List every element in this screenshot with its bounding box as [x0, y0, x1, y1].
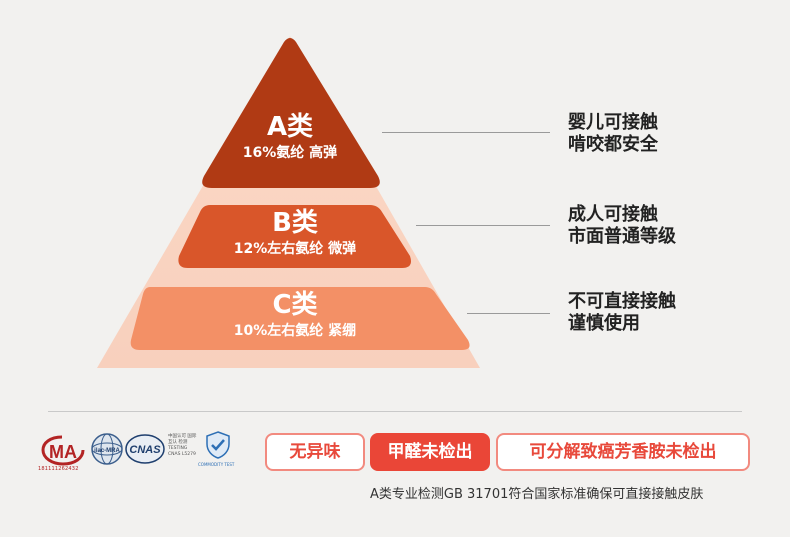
tier-grade-c: C类: [272, 290, 318, 320]
cma-logo-icon: MA: [41, 435, 85, 466]
tier-desc-a: 16%氨纶 高弹: [242, 145, 338, 161]
tier-shape-c: [130, 287, 470, 350]
tier-desc-c: 10%左右氨纶 紧绷: [233, 323, 357, 339]
cma-logo-text: MA: [49, 442, 77, 462]
tier-label-c: C类 10%左右氨纶 紧绷: [185, 290, 405, 340]
cma-number: 181111262432: [38, 466, 79, 472]
tier-note-a-line1: 婴儿可接触: [568, 112, 658, 133]
tier-note-c-line2: 谨慎使用: [568, 313, 640, 334]
cnas-logo-text: CNAS: [129, 444, 161, 456]
ilac-mra-logo-icon: ilac-MRA: [91, 433, 123, 465]
footnote: A类专业检测GB 31701符合国家标准确保可直接接触皮肤: [370, 487, 704, 502]
tier-note-c: 不可直接接触 谨慎使用: [568, 291, 676, 335]
badge-no-formaldehyde: 甲醛未检出: [370, 433, 490, 471]
badge-no-aromatic-amines: 可分解致癌芳香胺未检出: [496, 433, 750, 471]
pyramid-graphic: [97, 36, 480, 368]
cnas-cert-text: 中国认可 国际互认 检测 TESTING CNAS L5279: [168, 434, 197, 457]
cnas-logo-icon: CNAS: [125, 434, 165, 464]
tier-grade-a: A类: [266, 112, 314, 142]
tier-shape-b: [178, 205, 411, 268]
badge-no-odor: 无异味: [265, 433, 365, 471]
connector-line-a: [382, 132, 550, 133]
shield-check-text: COMMODITY TEST: [198, 462, 235, 467]
connector-line-b: [416, 225, 550, 226]
connector-line-c: [467, 313, 550, 314]
tier-note-b-line1: 成人可接触: [568, 204, 658, 225]
shield-check-icon: [206, 431, 230, 459]
tier-label-a: A类 16%氨纶 高弹: [205, 112, 375, 162]
section-divider: [48, 411, 742, 412]
tier-note-b: 成人可接触 市面普通等级: [568, 204, 676, 248]
tier-note-c-line1: 不可直接接触: [568, 291, 676, 312]
tier-desc-b: 12%左右氨纶 微弹: [233, 241, 357, 257]
tier-note-b-line2: 市面普通等级: [568, 226, 676, 247]
tier-grade-b: B类: [272, 208, 318, 238]
ilac-mra-logo-text: ilac-MRA: [94, 448, 120, 454]
pyramid-backdrop: [97, 36, 480, 368]
tier-shape-a: [202, 38, 380, 188]
tier-note-a: 婴儿可接触 啃咬都安全: [568, 112, 658, 156]
tier-note-a-line2: 啃咬都安全: [568, 134, 658, 155]
tier-label-b: B类 12%左右氨纶 微弹: [190, 208, 400, 258]
